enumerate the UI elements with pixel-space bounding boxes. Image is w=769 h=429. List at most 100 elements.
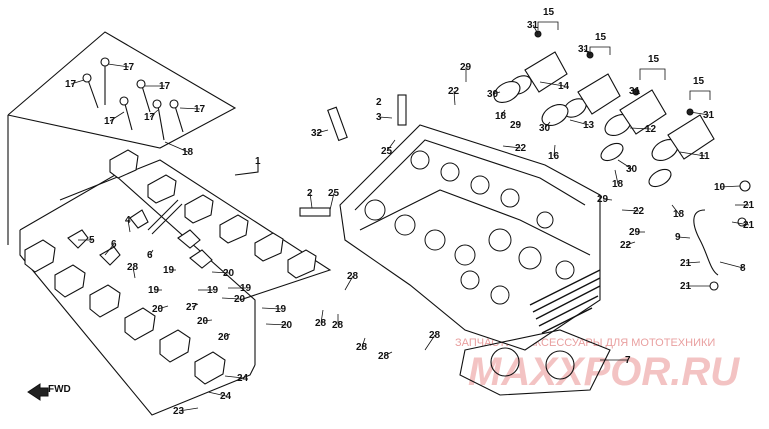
head-bolts xyxy=(82,57,184,141)
part-number-label: 20 xyxy=(234,294,246,305)
callout-leader-line xyxy=(179,107,201,110)
callout-leader-line xyxy=(731,221,750,226)
callout-leader-line xyxy=(316,129,329,134)
callout-leader-line xyxy=(149,109,159,118)
callout-leader-line xyxy=(207,391,227,397)
callout-leader-line xyxy=(689,111,710,116)
part-number-label: 22 xyxy=(448,86,460,97)
part-number-label: 19 xyxy=(240,283,252,294)
part-number-label: 30 xyxy=(626,164,638,175)
part-number-label: 28 xyxy=(347,271,359,282)
cam-caps-lower xyxy=(24,239,226,385)
callout-leader-line xyxy=(617,159,633,170)
part-number-label: 20 xyxy=(223,268,235,279)
part-number-label: 17 xyxy=(123,62,135,73)
part-number-label: 17 xyxy=(144,112,156,123)
callout-leader-line xyxy=(202,319,213,322)
callout-leader-line xyxy=(532,24,539,35)
part-number-label: 6 xyxy=(147,250,153,261)
part-number-label: 22 xyxy=(633,206,645,217)
part-number-label: 19 xyxy=(207,285,219,296)
part-number-label: 17 xyxy=(159,81,171,92)
callout-leader-line xyxy=(500,109,506,117)
callout-leader-line xyxy=(544,121,551,129)
callout-leader-line xyxy=(149,249,154,256)
cylinder-head xyxy=(339,124,601,351)
part-number-label: 19 xyxy=(148,285,160,296)
callout-leader-line xyxy=(719,261,744,269)
part-number-label: 28 xyxy=(127,262,139,273)
part-number-label: 22 xyxy=(515,143,527,154)
part-number-label: 29 xyxy=(510,120,522,131)
part-number-label: 28 xyxy=(356,342,368,353)
part-number-label: 29 xyxy=(629,227,641,238)
part-number-label: 18 xyxy=(673,209,685,220)
part-number-label: 27 xyxy=(186,302,198,313)
part-number-label: 10 xyxy=(714,182,726,193)
part-number-label: 32 xyxy=(311,128,323,139)
cam-caps-upper xyxy=(109,149,317,279)
callout-leader-line xyxy=(70,79,85,85)
callout-leader-line xyxy=(320,309,324,324)
part-number-label: 24 xyxy=(220,391,232,402)
part-number-label: 12 xyxy=(645,124,657,135)
part-number-label: 28 xyxy=(378,351,390,362)
callout-leader-line xyxy=(109,111,125,122)
callout-leader-line xyxy=(178,407,199,412)
rocker-arm-frame xyxy=(7,31,332,416)
callout-leader-line xyxy=(569,119,590,126)
part-number-label: 21 xyxy=(680,258,692,269)
callout-leader-line xyxy=(211,271,230,274)
part-number-label: 31 xyxy=(578,44,590,55)
part-number-label: 7 xyxy=(625,355,631,366)
callout-leader-line xyxy=(602,198,613,201)
part-number-label: 15 xyxy=(595,32,607,43)
part-number-label: 20 xyxy=(218,332,230,343)
part-number-label: 31 xyxy=(629,86,641,97)
part-number-label: 24 xyxy=(237,373,249,384)
callout-leader-line xyxy=(614,169,619,185)
callout-leader-line xyxy=(502,145,522,149)
callout-leader-line xyxy=(621,209,640,212)
part-number-label: 29 xyxy=(460,62,472,73)
part-number-label: 11 xyxy=(699,151,710,162)
part-number-label: 15 xyxy=(543,7,555,18)
callout-leader-line xyxy=(104,243,115,256)
callout-leader-line xyxy=(719,185,741,188)
part-number-label: 17 xyxy=(104,116,116,127)
callout-leader-line xyxy=(583,48,591,56)
callout-leader-line xyxy=(329,192,335,211)
part-number-label: 25 xyxy=(328,188,340,199)
callout-leader-line xyxy=(685,261,701,264)
part-number-label: 2 xyxy=(307,188,313,199)
callout-leader-line xyxy=(221,297,241,300)
part-number-label: 20 xyxy=(281,320,293,331)
part-number-label: 23 xyxy=(173,406,185,417)
part-number-label: 13 xyxy=(583,120,595,131)
callout-leader-line xyxy=(424,334,436,351)
part-number-label: 1 xyxy=(255,156,261,167)
part-number-label: 9 xyxy=(675,232,681,243)
callout-leader-line xyxy=(223,333,231,338)
part-number-label: 16 xyxy=(548,151,560,162)
callout-leader-line xyxy=(309,192,313,209)
intake-boots xyxy=(493,30,715,188)
part-number-label: 2 xyxy=(376,97,382,108)
part-number-label: 4 xyxy=(125,215,131,226)
head-gasket xyxy=(459,329,611,396)
part-number-label: 8 xyxy=(740,263,746,274)
watermark-logo: MAXXPOR.RU xyxy=(468,350,740,394)
part-number-label: 15 xyxy=(648,54,660,65)
part-number-label: 18 xyxy=(612,179,624,190)
callout-leader-line xyxy=(634,90,637,93)
callout-leader-line xyxy=(383,351,393,357)
part-number-label: 6 xyxy=(111,239,117,250)
part-number-label: 31 xyxy=(527,20,539,31)
callout-leader-line xyxy=(453,90,456,106)
part-number-label: 19 xyxy=(163,265,175,276)
callout-leader-line xyxy=(132,266,136,279)
callout-leader-line xyxy=(553,144,556,157)
callout-bracket xyxy=(537,21,559,30)
